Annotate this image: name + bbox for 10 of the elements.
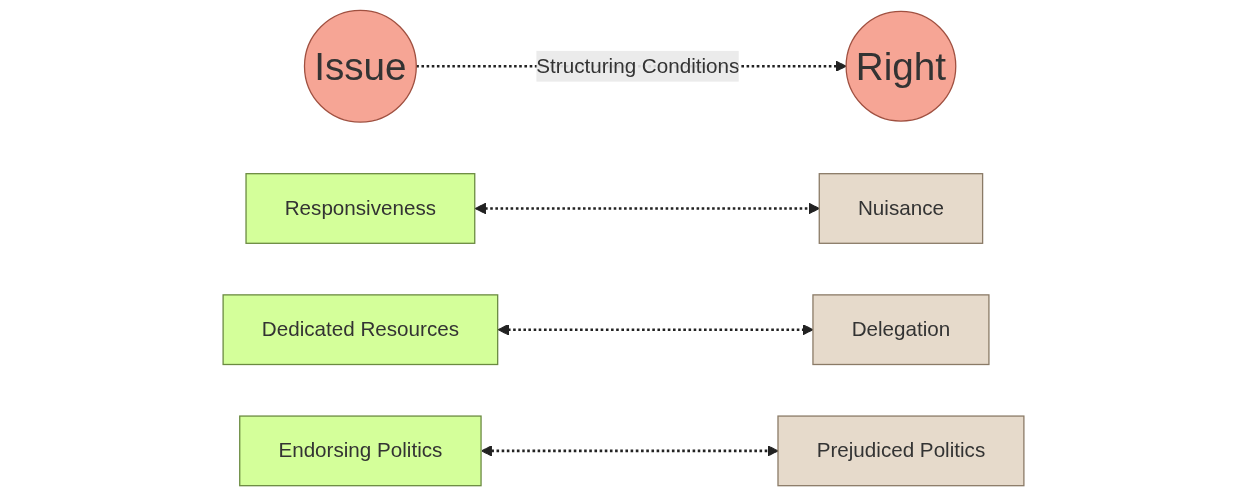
node-circle: Right xyxy=(845,10,957,122)
node-box: Nuisance xyxy=(818,173,984,244)
node-box: Responsiveness xyxy=(245,173,476,244)
node-box: Endorsing Politics xyxy=(239,415,482,487)
node-circle: Issue xyxy=(303,9,417,123)
node-box: Dedicated Resources xyxy=(222,294,499,366)
edge-label: Structuring Conditions xyxy=(536,54,740,77)
arrow xyxy=(474,202,820,215)
node-box: Prejudiced Politics xyxy=(777,415,1025,487)
node-box: Delegation xyxy=(812,294,990,366)
